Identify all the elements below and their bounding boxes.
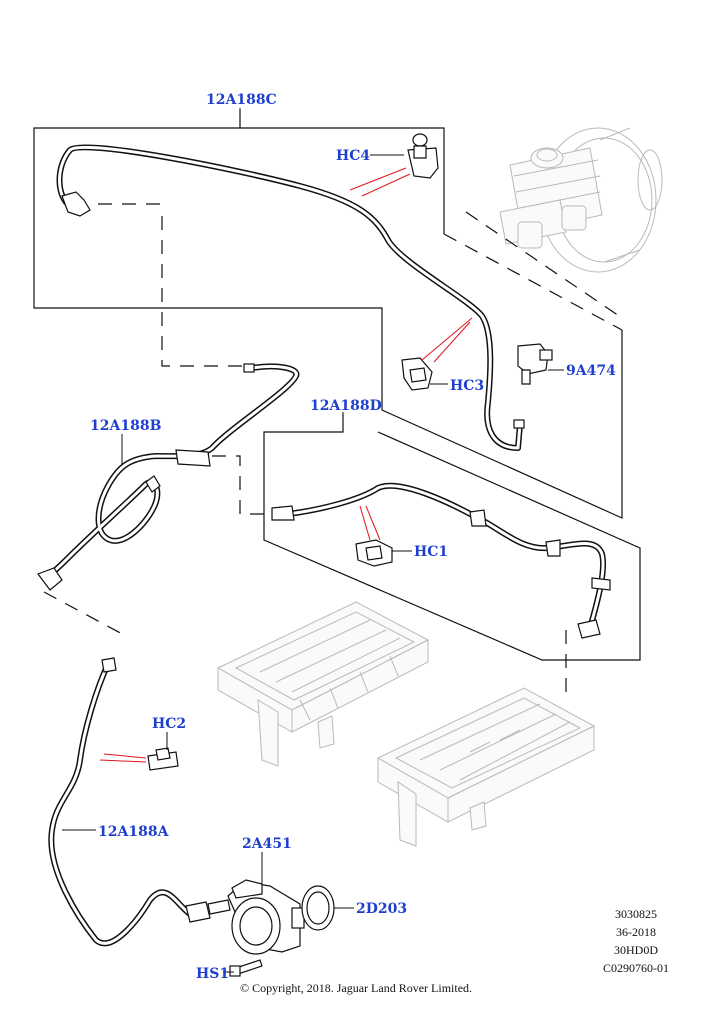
hose-12a188a (48, 657, 211, 947)
oil-pan-illustration (376, 687, 596, 847)
callout-12a188b: 12A188B (90, 418, 162, 434)
brake-booster-illustration (499, 127, 663, 273)
reference-code-2: 36-2018 (616, 925, 656, 939)
gasket-2d203 (301, 885, 335, 931)
reference-block: 3030825 36-2018 30HD0D C0290760-01 (603, 907, 669, 975)
hose-12a188b (37, 363, 300, 591)
callout-hs1: HS1 (196, 966, 229, 982)
reference-code-4: C0290760-01 (603, 961, 669, 975)
cylinder-head-cover-illustration (216, 601, 430, 767)
callout-hc1: HC1 (414, 544, 448, 560)
frame-12a188c (33, 110, 623, 519)
hose-12a188c (56, 144, 525, 451)
clip-hc4 (407, 133, 439, 179)
callout-12a188c: 12A188C (206, 92, 277, 108)
callout-hc2: HC2 (152, 716, 186, 732)
callout-hc4: HC4 (336, 148, 370, 164)
callout-12a188a: 12A188A (98, 824, 170, 840)
callout-2a451: 2A451 (242, 836, 292, 852)
clip-hc2 (147, 747, 179, 771)
callout-12a188d: 12A188D (310, 398, 382, 414)
reference-code-3: 30HD0D (614, 943, 658, 957)
connection-lines (43, 203, 623, 700)
vacuum-pump-2a451 (207, 879, 305, 955)
hose-12a188d (271, 482, 611, 639)
callout-9a474: 9A474 (566, 363, 616, 379)
reference-code-1: 3030825 (615, 907, 657, 921)
callout-hc3: HC3 (450, 378, 484, 394)
frame-12a188d (263, 414, 641, 661)
clip-hc1 (355, 539, 393, 567)
leader-lines (62, 108, 564, 973)
callout-2d203: 2D203 (356, 901, 407, 917)
sensor-9a474 (517, 343, 553, 385)
copyright-notice: © Copyright, 2018. Jaguar Land Rover Lim… (240, 981, 472, 995)
bolt-hs1 (229, 959, 263, 977)
clip-hc3 (401, 357, 433, 391)
